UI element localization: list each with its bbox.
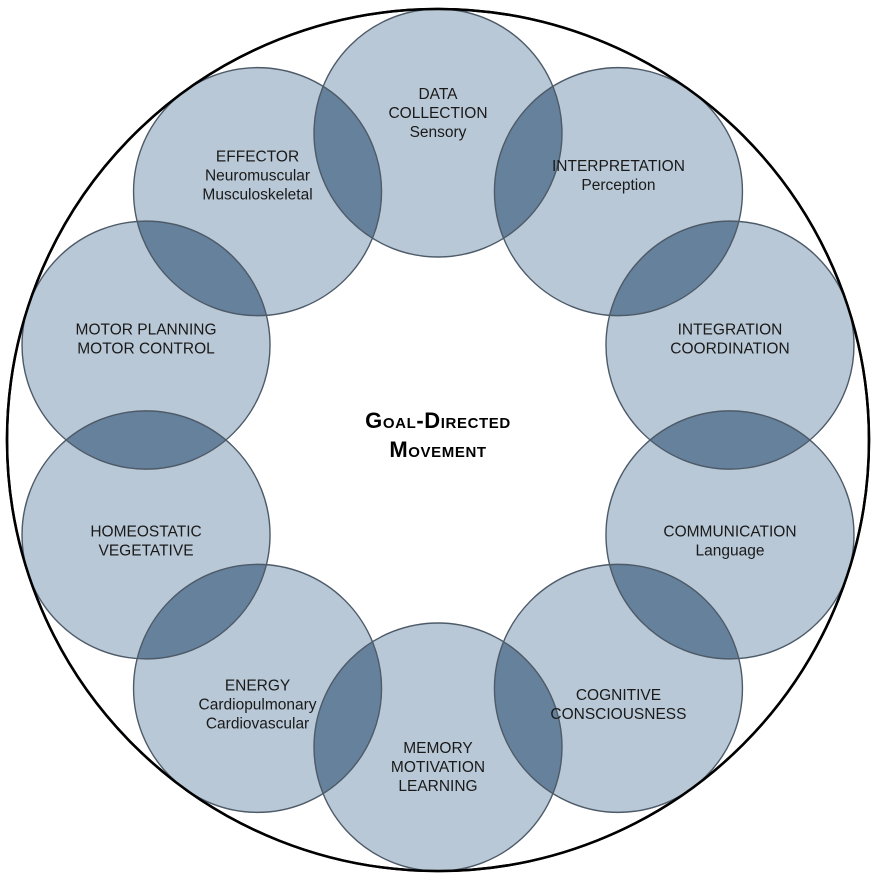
overlap-motor-planning-control--effector [133,221,271,316]
overlap-energy--homeostatic-vegetative [133,564,271,659]
outer-boundary-stroke [5,7,871,873]
node-outline-effector [132,66,383,317]
node-outline-homeostatic-vegetative [21,410,271,660]
node-outline-energy [132,563,383,814]
node-outline-motor-planning-control [21,220,271,470]
node-outline-cognitive-consciousness [493,563,744,814]
node-outline-communication [605,410,855,660]
node-outline-integration-coordination [605,220,855,470]
overlap-interpretation--integration-coordination [605,221,743,316]
overlap-communication--cognitive-consciousness [605,564,743,659]
node-outline-interpretation [493,66,744,317]
